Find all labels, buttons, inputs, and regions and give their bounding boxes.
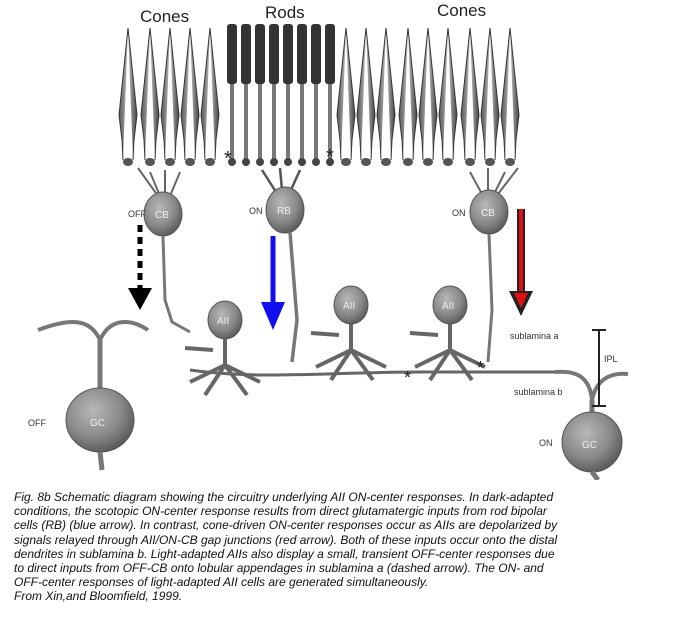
rod-outer-segment (297, 24, 307, 84)
rod-spherule (298, 158, 306, 166)
caption-line: From Xin,and Bloomfield, 1999. (14, 589, 183, 604)
cone-red-arrow (509, 209, 533, 316)
cone-photoreceptor (140, 27, 160, 161)
cone-photoreceptor (438, 27, 458, 161)
gap-junction-marker: * (224, 148, 232, 170)
cone-pedicle (205, 158, 215, 166)
gap-junction-marker: * (477, 358, 484, 378)
svg-text:RB: RB (277, 206, 291, 217)
ipl-dendrite-band (189, 368, 560, 377)
cone-pedicle (361, 158, 371, 166)
on-ganglion-cell: GC (554, 369, 629, 480)
cone-pedicle (145, 158, 155, 166)
caption-line: to direct inputs from OFF-CB onto lobula… (14, 561, 544, 576)
rod-spherule (284, 158, 292, 166)
cone-pedicle (505, 158, 515, 166)
on-cone-bipolar-cell: CB (469, 167, 519, 363)
cone-photoreceptor (336, 27, 356, 161)
cone-pedicle (485, 158, 495, 166)
svg-text:GC: GC (90, 418, 105, 429)
caption-line: cells (RB) (blue arrow). In contrast, co… (14, 518, 558, 533)
cone-pedicle (403, 158, 413, 166)
svg-text:CB: CB (481, 208, 495, 219)
cone-photoreceptor (460, 27, 480, 161)
cone-pedicle (185, 158, 195, 166)
aii-cell: AII (310, 285, 387, 382)
svg-text:CB: CB (155, 210, 169, 221)
svg-text:GC: GC (582, 440, 597, 451)
cone-pedicle (381, 158, 391, 166)
rod-outer-segment (283, 24, 293, 84)
rod-outer-segment (241, 24, 251, 84)
off-cb-prefix: OFF (128, 209, 146, 219)
cone-photoreceptor (160, 27, 180, 161)
gap-junction-marker: * (326, 146, 334, 168)
cone-photoreceptor (200, 27, 220, 161)
sublamina-a-label: sublamina a (510, 331, 559, 341)
rod-outer-segment (255, 24, 265, 84)
caption-line: conditions, the scotopic ON-center respo… (14, 504, 547, 519)
cone-photoreceptor (500, 27, 520, 161)
cone-pedicle (423, 158, 433, 166)
caption-line: OFF-center responses of light-adapted AI… (14, 575, 429, 590)
caption-line: signals relayed through AII/ON-CB gap ju… (14, 532, 558, 547)
aii-cell: AII (184, 300, 261, 397)
rod-blue-arrow (261, 236, 285, 330)
rod-bipolar-cell: RB (260, 167, 305, 363)
cone-photoreceptor (356, 27, 376, 161)
rods-label: Rods (265, 3, 305, 22)
cone-pedicle (443, 158, 453, 166)
off-dashed-arrow (128, 225, 152, 310)
rod-outer-segment (311, 24, 321, 84)
rod-outer-segment (227, 24, 237, 84)
cone-photoreceptor (180, 27, 200, 161)
ipl-bracket (592, 329, 606, 407)
retina-circuit-diagram: Cones Rods Cones * * CB OFF RB ON CB ON … (28, 1, 629, 480)
cone-photoreceptor (480, 27, 500, 161)
rod-spherule (270, 158, 278, 166)
cone-photoreceptor (376, 27, 396, 161)
aii-cell: AII (409, 285, 486, 382)
aii-label: AII (442, 301, 454, 312)
cone-pedicle (165, 158, 175, 166)
sublamina-b-label: sublamina b (514, 387, 563, 397)
cone-pedicle (341, 158, 351, 166)
ipl-label: IPL (604, 354, 618, 364)
cones-right-label: Cones (437, 1, 486, 20)
rod-outer-segment (269, 24, 279, 84)
off-gc-prefix: OFF (28, 418, 46, 428)
aii-label: AII (217, 316, 229, 327)
aii-label: AII (343, 301, 355, 312)
figure-caption: Fig. 8b Schematic diagram showing the ci… (14, 490, 670, 604)
rod-outer-segment (325, 24, 335, 84)
gap-junction-marker: * (404, 368, 411, 388)
on-rb-prefix: ON (249, 206, 263, 216)
cone-pedicle (465, 158, 475, 166)
off-ganglion-cell: GC (37, 319, 150, 471)
off-cone-bipolar-cell: CB (137, 167, 191, 334)
rod-spherule (242, 158, 250, 166)
rod-spherule (326, 158, 334, 166)
on-cb-prefix: ON (452, 208, 466, 218)
cones-left-label: Cones (140, 7, 189, 26)
cone-photoreceptor (398, 27, 418, 161)
aii-amacrine-cells: AII AII AII (184, 285, 486, 397)
on-gc-prefix: ON (539, 438, 553, 448)
photoreceptor-row (118, 24, 520, 166)
cone-pedicle (123, 158, 133, 166)
cone-photoreceptor (118, 27, 138, 161)
caption-line: Fig. 8b Schematic diagram showing the ci… (14, 490, 554, 504)
rod-spherule (312, 158, 320, 166)
cone-photoreceptor (418, 27, 438, 161)
rod-spherule (228, 158, 236, 166)
rod-spherule (256, 158, 264, 166)
caption-line: dendrites in sublamina b. Light-adapted … (14, 546, 555, 561)
